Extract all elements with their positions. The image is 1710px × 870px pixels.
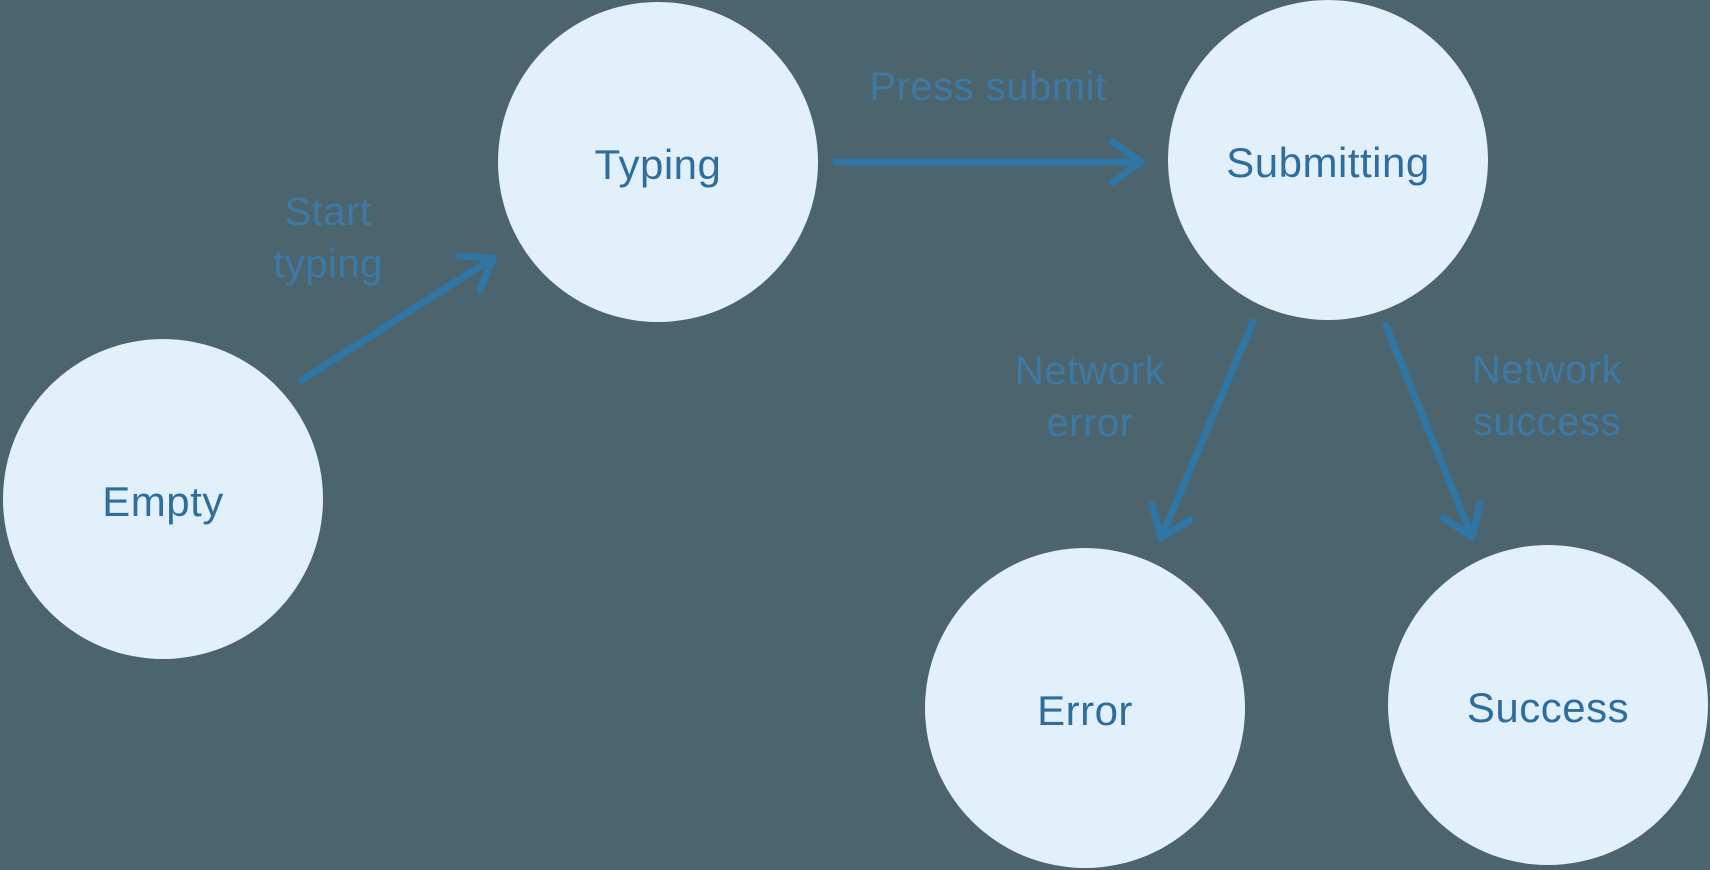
arrowhead-icon: [455, 252, 497, 294]
state-node-error[interactable]: Error: [925, 548, 1245, 868]
edge-label-network-error: Network error: [1014, 349, 1166, 445]
edge-label-network-success: Network success: [1471, 348, 1623, 444]
state-node-label: Typing: [594, 141, 722, 188]
arrow-submitting-to-error[interactable]: [1148, 318, 1257, 542]
state-node-submitting[interactable]: Submitting: [1168, 0, 1488, 320]
arrowhead-icon: [1109, 138, 1145, 186]
state-node-label: Success: [1466, 684, 1630, 731]
arrow-shaft: [1157, 318, 1257, 542]
state-node-label: Empty: [102, 478, 224, 525]
edge-label-press-submit: Press submit: [869, 65, 1107, 109]
arrowhead-icon: [1439, 500, 1484, 541]
arrow-shaft: [1382, 322, 1476, 541]
arrow-empty-to-typing[interactable]: [298, 252, 497, 384]
edge-label-start-typing: Start typing: [273, 190, 383, 286]
state-node-label: Error: [1037, 687, 1133, 734]
state-node-label: Submitting: [1226, 139, 1430, 186]
state-node-success[interactable]: Success: [1388, 545, 1708, 865]
arrow-submitting-to-success[interactable]: [1382, 322, 1484, 541]
state-node-typing[interactable]: Typing: [498, 2, 818, 322]
arrow-typing-to-submitting[interactable]: [832, 138, 1145, 186]
arrow-shaft: [298, 254, 497, 384]
arrowhead-icon: [1148, 501, 1194, 542]
state-node-empty[interactable]: Empty: [3, 339, 323, 659]
